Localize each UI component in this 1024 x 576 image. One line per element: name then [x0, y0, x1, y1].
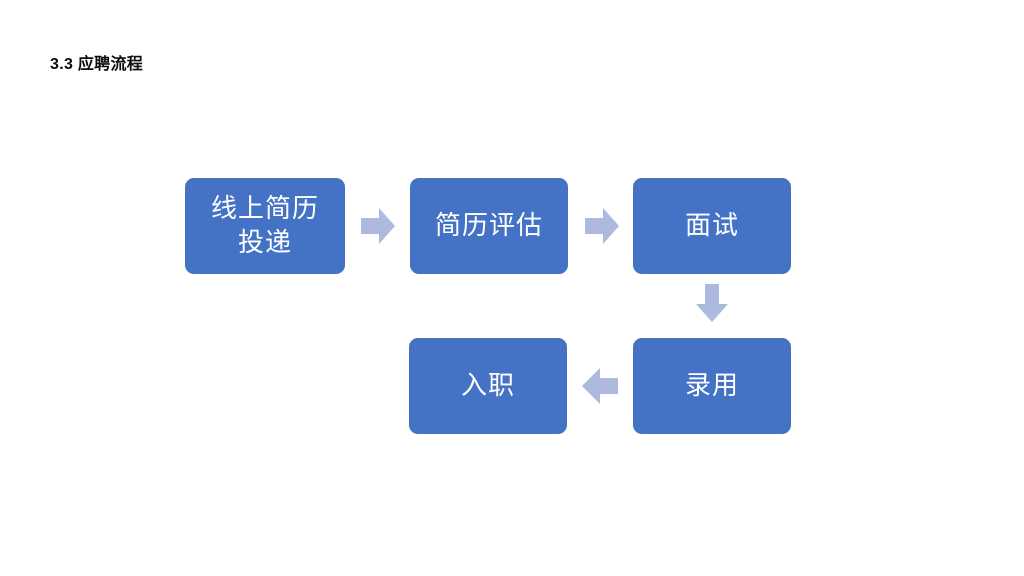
flow-box-label: 线上简历 投递 [210, 194, 319, 258]
arrow-down-icon [695, 284, 729, 322]
flow-box-label: 录用 [684, 371, 739, 401]
flow-box-offer[interactable]: 录用 [633, 338, 791, 434]
flow-box-label: 简历评估 [434, 211, 543, 241]
flow-box-online-resume[interactable]: 线上简历 投递 [185, 178, 345, 274]
page-title: 3.3 应聘流程 [50, 56, 144, 73]
flow-box-resume-review[interactable]: 简历评估 [410, 178, 568, 274]
flow-box-label: 面试 [684, 211, 739, 241]
flow-box-interview[interactable]: 面试 [633, 178, 791, 274]
arrow-left-icon [582, 367, 618, 405]
arrow-right-icon [361, 207, 395, 245]
flow-box-onboarding[interactable]: 入职 [409, 338, 567, 434]
flow-box-label: 入职 [460, 371, 515, 401]
arrow-right-icon [585, 207, 619, 245]
